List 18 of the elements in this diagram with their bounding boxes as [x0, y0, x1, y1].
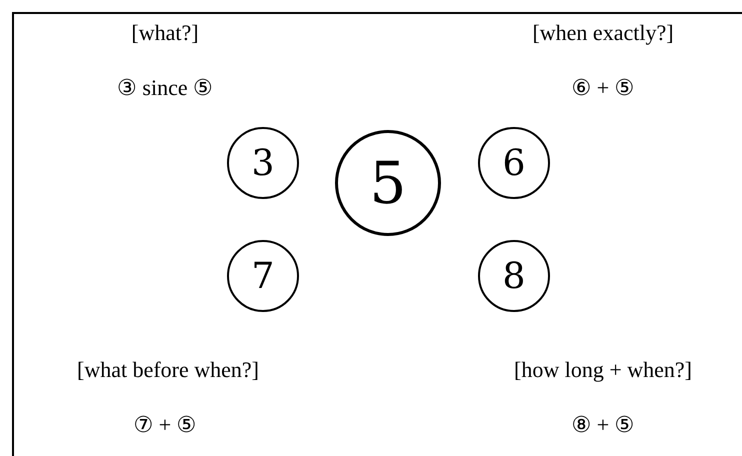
question-label: [when exactly?] — [532, 20, 674, 46]
formula-label: ③ since ⑤ — [116, 75, 214, 101]
circle-number: 8 — [502, 256, 526, 296]
formula-label: ⑧ + ⑤ — [571, 412, 635, 438]
numbered-circle — [478, 127, 550, 199]
circle-number: 6 — [502, 142, 526, 184]
question-label: [what?] — [131, 20, 199, 46]
circle-number: 5 — [370, 149, 406, 217]
formula-label: ⑦ + ⑤ — [133, 412, 197, 438]
numbered-circle — [227, 127, 299, 199]
question-label: [what before when?] — [77, 357, 259, 383]
numbered-circle — [335, 130, 441, 236]
circle-number: 3 — [252, 142, 274, 184]
circle-number: 7 — [252, 256, 274, 296]
numbered-circle — [227, 240, 299, 312]
numbered-circle — [478, 240, 550, 312]
formula-label: ⑥ + ⑤ — [571, 75, 635, 101]
question-label: [how long + when?] — [514, 357, 692, 383]
